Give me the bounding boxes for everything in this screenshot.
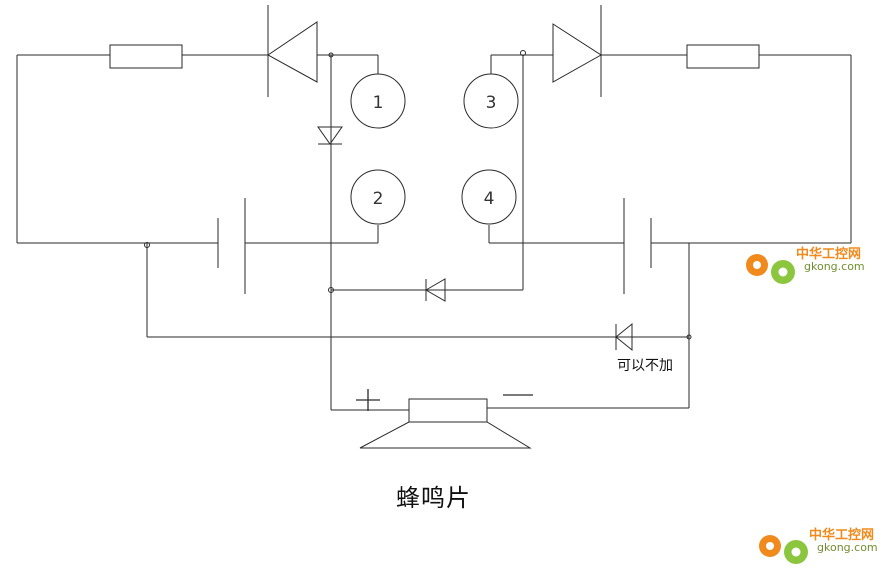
right-diode-large: [552, 5, 602, 97]
right-loop-wires: [651, 54, 852, 244]
optional-diode: [615, 322, 633, 352]
optional-note-label: 可以不加: [617, 358, 673, 374]
watermark-gear-icon: [746, 254, 795, 284]
watermark-bottom: 中华工控网 gkong.com: [763, 524, 890, 580]
left-battery: [217, 198, 246, 294]
terminal-2-label: 2: [373, 189, 384, 209]
watermark-name: 中华工控网: [796, 247, 862, 262]
positive-sign: [356, 389, 380, 411]
middle-diode: [425, 278, 446, 302]
terminal-4-label: 4: [484, 189, 495, 209]
left-diode-large: [267, 5, 318, 97]
buzzer-symbol: [359, 398, 532, 449]
terminal-4: 4: [461, 169, 517, 225]
junction-right-lower: [686, 334, 692, 340]
terminal-3-label: 3: [486, 93, 497, 113]
terminal-3: 3: [463, 73, 519, 129]
right-battery: [623, 198, 652, 294]
left-resistor: [109, 44, 183, 69]
watermark-top: 中华工控网 gkong.com: [750, 243, 880, 299]
buzzer-label: 蜂鸣片: [396, 484, 471, 512]
right-resistor: [686, 44, 760, 69]
junction-right-top: [520, 50, 526, 56]
terminal-1-label: 1: [373, 93, 384, 113]
watermark-name: 中华工控网: [809, 528, 875, 543]
terminal-1: 1: [350, 73, 406, 129]
terminal-2: 2: [350, 169, 406, 225]
junction-left-top: [328, 52, 334, 58]
watermark-url: gkong.com: [804, 260, 865, 273]
watermark-gear-icon-2: [759, 535, 808, 564]
left-loop-wires: [16, 54, 268, 244]
watermark-url: gkong.com: [817, 541, 878, 554]
left-small-diode: [317, 126, 343, 145]
